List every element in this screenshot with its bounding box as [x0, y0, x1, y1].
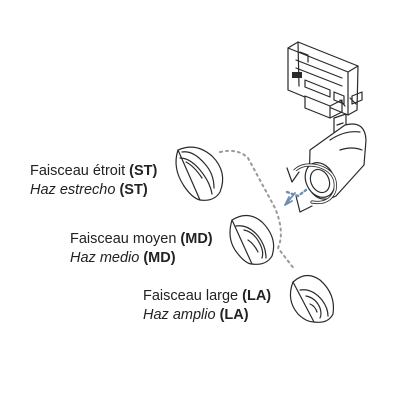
label-medium-es: Haz medio: [70, 250, 140, 266]
label-medium-code-es: (MD): [143, 250, 176, 266]
dotted-guide-line: [219, 149, 296, 271]
reflector-la-icon: [289, 274, 335, 323]
label-medium-beam: Faisceau moyen (MD) Haz medio (MD): [70, 230, 213, 268]
reflector-md-icon: [229, 214, 275, 265]
label-narrow-code-es: (ST): [119, 182, 148, 198]
label-medium-code-fr: (MD): [180, 231, 213, 247]
label-wide-es: Haz amplio: [143, 307, 216, 323]
reflector-st-icon: [175, 146, 224, 201]
spotlight-head-icon: [304, 123, 367, 200]
label-medium-es-line: Haz medio (MD): [70, 249, 213, 268]
track-adapter-icon: [287, 41, 363, 119]
label-wide-es-line: Haz amplio (LA): [143, 306, 271, 325]
label-wide-code-fr: (LA): [242, 288, 272, 304]
label-narrow-fr-line: Faisceau étroit (ST): [30, 162, 157, 181]
label-wide-code-es: (LA): [219, 307, 249, 323]
label-wide-beam: Faisceau large (LA) Haz amplio (LA): [143, 287, 271, 325]
label-narrow-fr: Faisceau étroit: [30, 163, 126, 179]
label-medium-fr-line: Faisceau moyen (MD): [70, 230, 213, 249]
label-medium-fr: Faisceau moyen: [70, 231, 177, 247]
label-wide-fr-line: Faisceau large (LA): [143, 287, 271, 306]
label-narrow-beam: Faisceau étroit (ST) Haz estrecho (ST): [30, 162, 157, 200]
label-narrow-es: Haz estrecho: [30, 182, 116, 198]
label-narrow-es-line: Haz estrecho (ST): [30, 181, 157, 200]
assembly-arrow-icon: [285, 188, 308, 198]
rotate-arrow-icon: [286, 163, 337, 213]
label-narrow-code-fr: (ST): [129, 163, 158, 179]
label-wide-fr: Faisceau large: [143, 288, 239, 304]
